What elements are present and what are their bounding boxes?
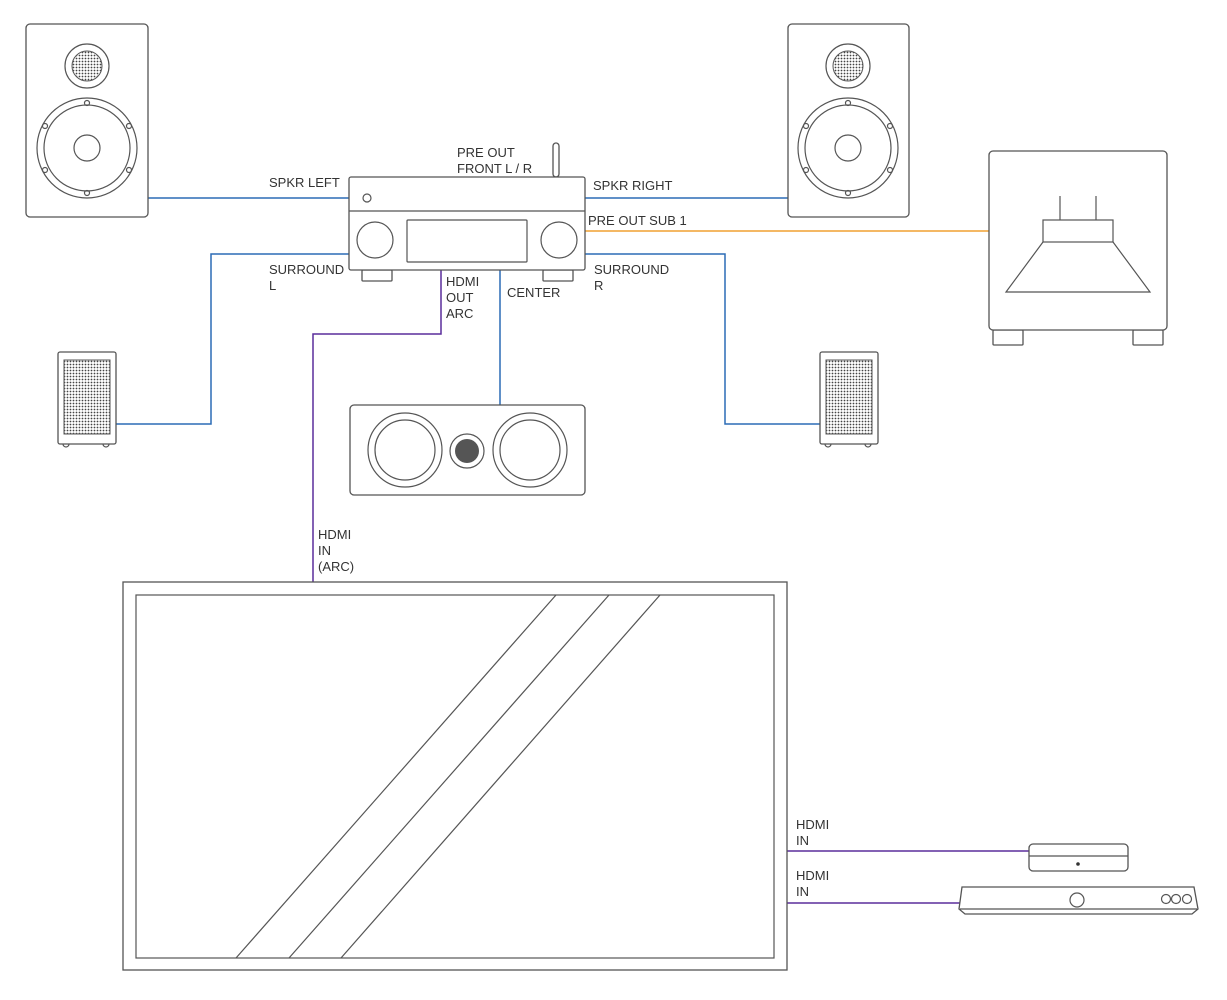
- disc-player-icon: [958, 886, 1199, 915]
- label-spkr-left: SPKR LEFT: [269, 175, 340, 190]
- label-pre-out-front: PRE OUT FRONT L / R: [457, 145, 532, 176]
- label-tv-hdmi-arc: HDMI IN (ARC): [318, 527, 355, 574]
- label-surround-r: SURROUND R: [594, 262, 673, 293]
- subwoofer-icon: [988, 150, 1168, 331]
- av-receiver: [348, 142, 586, 282]
- streaming-box: [1028, 843, 1129, 872]
- television-icon: [122, 581, 788, 971]
- front-right-speaker: [787, 23, 910, 218]
- label-surround-l: SURROUND L: [269, 262, 348, 293]
- label-hdmi-in-2: HDMI IN: [796, 868, 833, 899]
- label-spkr-right: SPKR RIGHT: [593, 178, 673, 193]
- front-left-speaker: [25, 23, 149, 218]
- center-speaker: [349, 404, 586, 496]
- labels: PRE OUT FRONT L / R SPKR LEFT SPKR RIGHT…: [269, 145, 833, 899]
- tower-speaker-icon: [797, 43, 899, 199]
- cable-surround-left: [116, 253, 349, 425]
- tower-speaker-icon: [36, 43, 138, 199]
- label-center: CENTER: [507, 285, 560, 300]
- cable-hdmi-arc: [312, 270, 442, 582]
- surround-right-speaker: [819, 351, 879, 448]
- disc-player: [958, 886, 1199, 915]
- television: [122, 581, 788, 971]
- streaming-box-icon: [1028, 843, 1129, 872]
- cable-surround-right: [585, 253, 820, 425]
- label-hdmi-out-arc: HDMI OUT ARC: [446, 274, 483, 321]
- subwoofer: [988, 150, 1168, 346]
- cables: [116, 197, 1030, 904]
- surround-left-speaker: [57, 351, 117, 448]
- label-pre-out-sub: PRE OUT SUB 1: [588, 213, 687, 228]
- label-hdmi-in-1: HDMI IN: [796, 817, 833, 848]
- av-receiver-icon: [348, 176, 586, 271]
